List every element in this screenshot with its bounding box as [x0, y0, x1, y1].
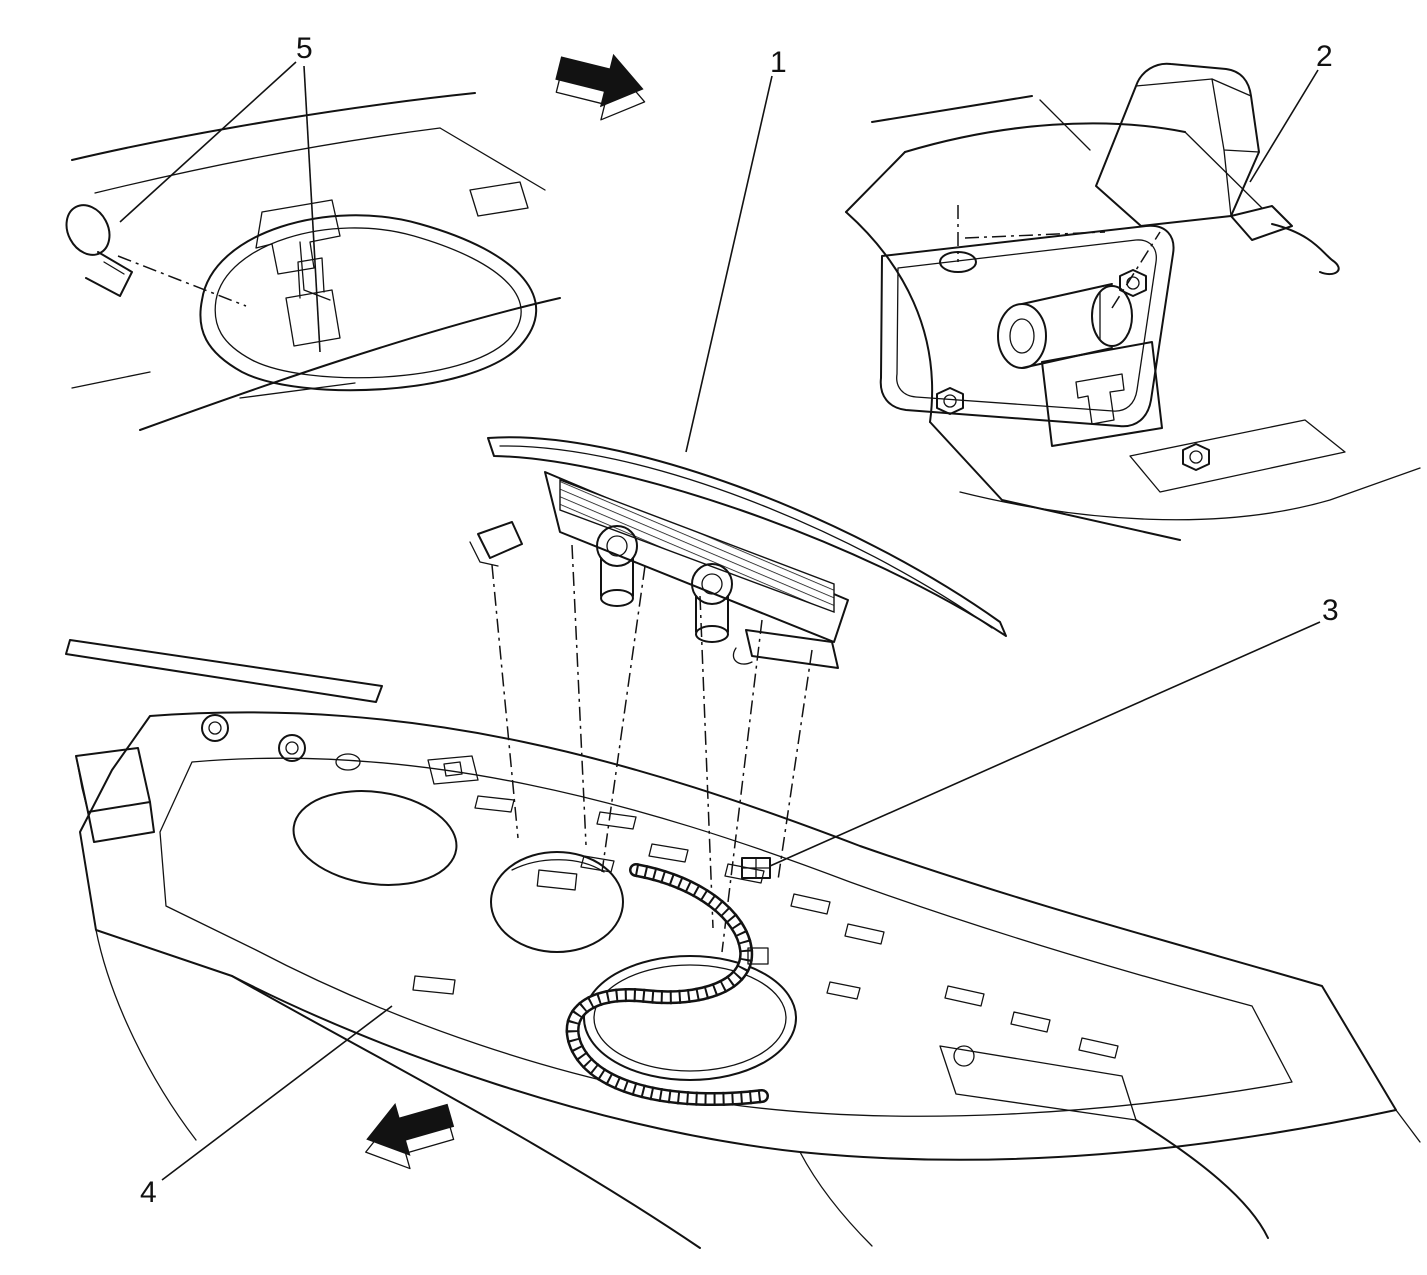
shelf-slots [412, 795, 1119, 1059]
hex-bolt-icon [1119, 269, 1147, 297]
direction-arrow-bottom [365, 1103, 455, 1170]
fastener-icon [278, 734, 306, 762]
hinge-cylinder [997, 283, 1133, 369]
callout-3-label: 3 [1322, 594, 1339, 627]
hex-bolt-icon [936, 387, 964, 415]
speaker-opening [490, 851, 624, 953]
speaker-opening [583, 955, 797, 1081]
fastener-icon [201, 714, 229, 742]
direction-arrow-top [555, 53, 646, 121]
parcel-shelf-panel [65, 639, 1421, 1249]
stop-lamp-assembly [469, 436, 1007, 953]
callout-leader-lines [119, 61, 1321, 1181]
lamp-socket-icon [691, 563, 733, 643]
bulb-icon [65, 204, 133, 297]
callout-4-label: 4 [140, 1176, 157, 1209]
left-bracket-box [75, 747, 155, 843]
harness-connector [741, 857, 771, 879]
wiring-harness [565, 857, 771, 1107]
cover-bracket [1095, 62, 1340, 276]
callout-1-label: 1 [770, 46, 787, 79]
hex-bolt-icon [1182, 443, 1210, 471]
detail-antenna-mount [845, 62, 1421, 541]
lamp-socket-icon [596, 525, 638, 607]
callout-2-label: 2 [1316, 40, 1333, 73]
callout-5-label: 5 [296, 32, 313, 65]
